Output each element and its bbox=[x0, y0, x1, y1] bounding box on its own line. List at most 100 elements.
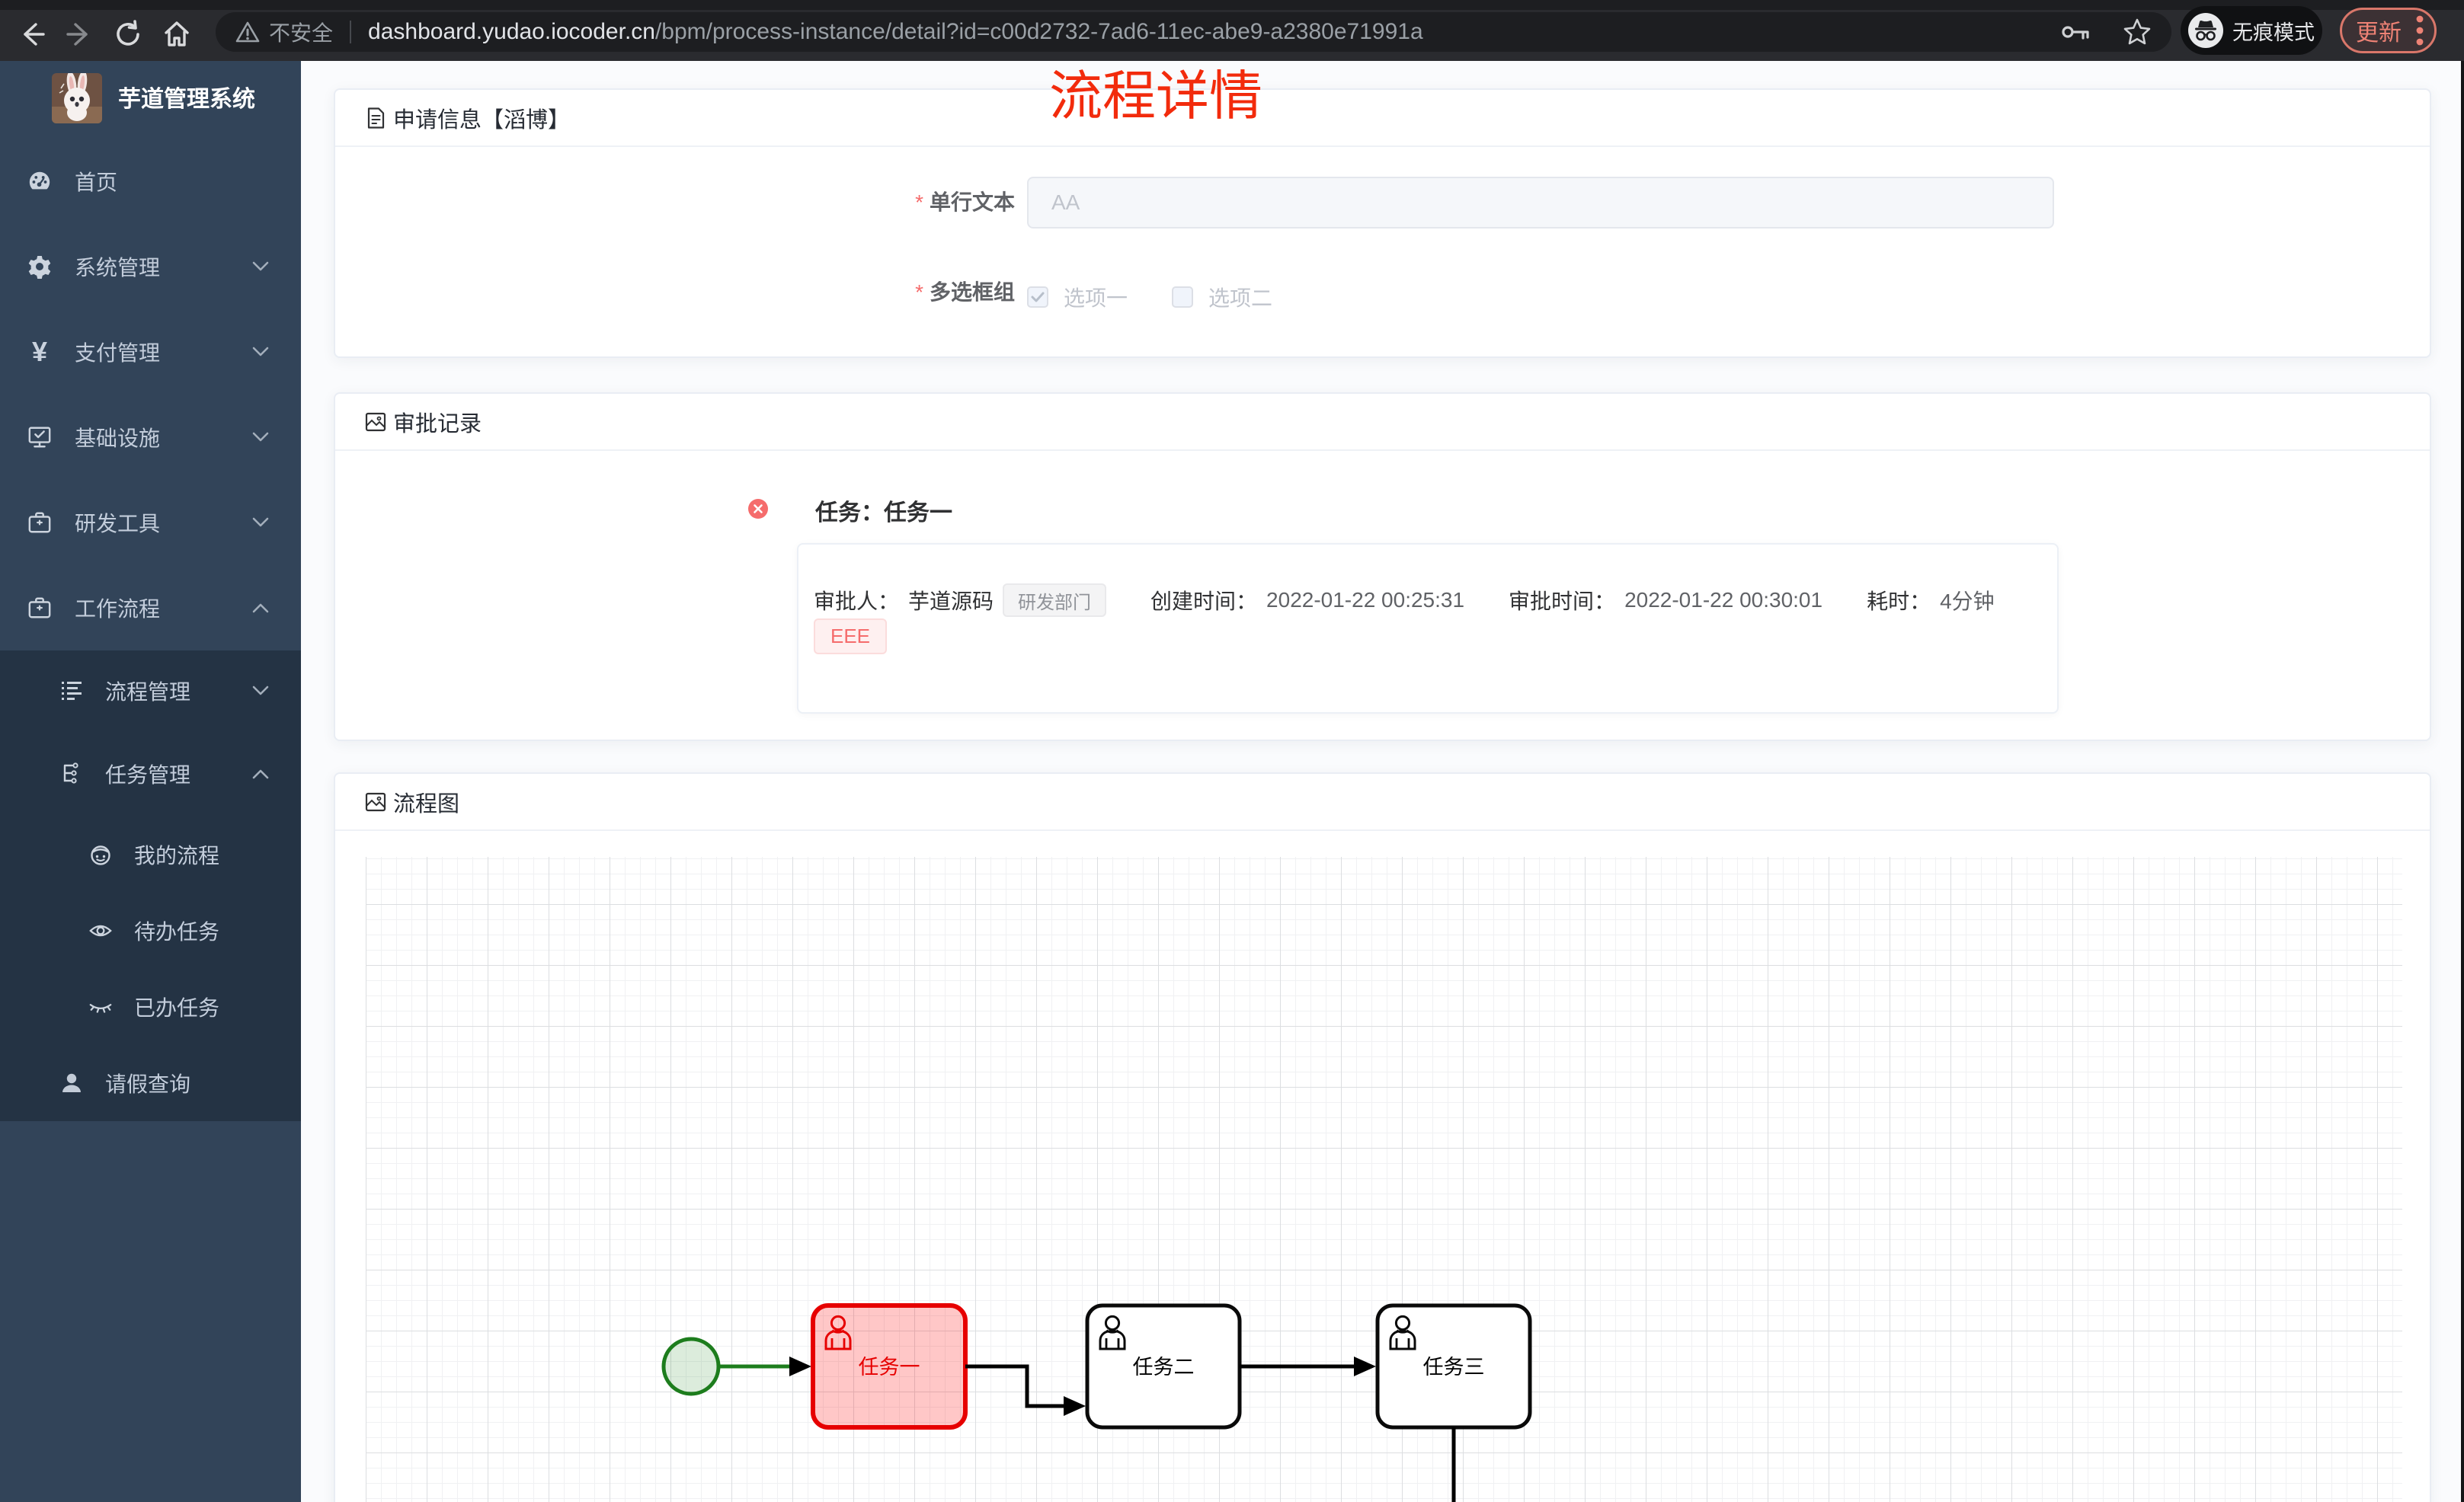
eye-closed-icon bbox=[88, 995, 113, 1019]
sidebar: 芋道管理系统 首页 bbox=[0, 61, 301, 1502]
bpmn-task-3-label: 任务三 bbox=[1423, 1356, 1485, 1379]
url-text[interactable]: dashboard.yudao.iocoder.cn/bpm/process-i… bbox=[368, 19, 1423, 44]
reload-icon bbox=[117, 20, 139, 46]
app-title: 芋道管理系统 bbox=[118, 87, 255, 112]
picture-icon bbox=[364, 411, 387, 433]
infrastructure-icon bbox=[27, 425, 52, 449]
incognito-badge: 无痕模式 bbox=[2181, 6, 2322, 55]
update-label: 更新 bbox=[2356, 21, 2402, 46]
bpmn-arrowhead bbox=[1064, 1396, 1086, 1416]
single-line-text-input[interactable] bbox=[1027, 177, 2054, 228]
face-icon bbox=[88, 842, 113, 867]
sidebar-item-infrastructure[interactable]: 基础设施 bbox=[0, 395, 301, 480]
gear-icon bbox=[27, 254, 52, 279]
create-time-label: 创建时间： bbox=[1150, 590, 1258, 613]
bpmn-arrowhead bbox=[789, 1357, 811, 1376]
main-content: 流程详情 申请信息【滔博】 *单行文本 *多选框组 bbox=[301, 61, 2461, 1502]
home-icon bbox=[165, 21, 189, 46]
sidebar-item-label: 支付管理 bbox=[75, 341, 161, 365]
browser-back-button[interactable] bbox=[11, 10, 53, 59]
diagram-card-title: 流程图 bbox=[393, 791, 460, 817]
rejected-status-icon bbox=[748, 499, 768, 523]
warning-icon bbox=[235, 21, 260, 43]
briefcase-icon bbox=[27, 596, 52, 620]
document-icon bbox=[364, 107, 387, 129]
back-icon bbox=[24, 23, 45, 46]
security-indicator[interactable]: 不安全 bbox=[235, 17, 333, 47]
picture-icon bbox=[364, 791, 387, 813]
security-label: 不安全 bbox=[269, 21, 334, 45]
approve-time-label: 审批时间： bbox=[1509, 590, 1616, 613]
sidebar-item-todo-tasks[interactable]: 待办任务 bbox=[0, 893, 301, 969]
sidebar-menu: 首页 系统管理 ¥ 支付管理 bbox=[0, 139, 301, 1121]
workflow-submenu: 流程管理 任务管理 bbox=[0, 650, 301, 1121]
yen-icon: ¥ bbox=[31, 336, 48, 367]
chevron-up-icon bbox=[252, 602, 269, 617]
sidebar-item-label: 基础设施 bbox=[75, 427, 161, 450]
browser-reload-button[interactable] bbox=[107, 10, 149, 59]
incognito-label: 无痕模式 bbox=[2232, 21, 2315, 44]
checkbox-unchecked-icon bbox=[1172, 286, 1194, 308]
sidebar-item-leave-query[interactable]: 请假查询 bbox=[0, 1045, 301, 1121]
bpmn-start-event[interactable] bbox=[661, 1337, 721, 1396]
chevron-down-icon bbox=[252, 432, 269, 446]
org-tree-icon bbox=[59, 762, 84, 786]
chevron-down-icon bbox=[252, 517, 269, 532]
bpmn-task-1-label: 任务一 bbox=[859, 1356, 920, 1379]
approval-records-card: 审批记录 任务：任务一 审批人： 芋道源码 研发部门 创建时间： 2022-01… bbox=[334, 392, 2431, 741]
sidebar-item-task-management[interactable]: 任务管理 bbox=[0, 731, 301, 817]
department-tag: 研发部门 bbox=[1003, 583, 1107, 617]
sidebar-logo[interactable]: 芋道管理系统 bbox=[0, 61, 301, 139]
sidebar-item-done-tasks[interactable]: 已办任务 bbox=[0, 969, 301, 1045]
bpmn-task-2-label: 任务二 bbox=[1133, 1356, 1195, 1379]
bookmark-star-icon[interactable] bbox=[2123, 18, 2152, 46]
apply-card-title: 申请信息【滔博】 bbox=[393, 107, 571, 133]
bpmn-canvas[interactable]: 任务一 任务二 任务三 bbox=[366, 857, 2402, 1502]
logo-avatar bbox=[52, 73, 102, 123]
apply-info-card: 申请信息【滔博】 *单行文本 *多选框组 选项一 bbox=[334, 88, 2431, 358]
process-diagram-card: 流程图 bbox=[334, 772, 2431, 1502]
checkbox-checked-icon bbox=[1027, 286, 1048, 308]
sidebar-item-home[interactable]: 首页 bbox=[0, 139, 301, 224]
sidebar-item-workflow[interactable]: 工作流程 bbox=[0, 565, 301, 650]
bpmn-arrowhead bbox=[1354, 1357, 1376, 1376]
chevron-down-icon bbox=[252, 261, 269, 276]
approval-detail-box: 审批人： 芋道源码 研发部门 创建时间： 2022-01-22 00:25:31… bbox=[797, 543, 2059, 714]
approval-card-header: 审批记录 bbox=[335, 394, 2430, 451]
sidebar-item-label: 我的流程 bbox=[134, 844, 220, 868]
sidebar-item-system[interactable]: 系统管理 bbox=[0, 224, 301, 309]
sidebar-item-process-management[interactable]: 流程管理 bbox=[0, 650, 301, 731]
sidebar-item-devtools[interactable]: 研发工具 bbox=[0, 480, 301, 565]
chevron-down-icon bbox=[252, 347, 269, 361]
bpmn-flow-task1-task2 bbox=[965, 1364, 1067, 1408]
password-key-icon[interactable] bbox=[2060, 17, 2091, 47]
eye-open-icon bbox=[88, 919, 113, 943]
duration-value: 4分钟 bbox=[1940, 590, 1995, 613]
browser-home-button[interactable] bbox=[155, 10, 198, 59]
checkbox-option-2[interactable]: 选项二 bbox=[1172, 282, 1272, 312]
chevron-down-icon bbox=[252, 685, 269, 700]
sidebar-item-label: 工作流程 bbox=[75, 597, 161, 621]
incognito-avatar bbox=[2188, 13, 2223, 48]
browser-toolbar: 不安全 dashboard.yudao.iocoder.cn/bpm/proce… bbox=[0, 0, 2464, 61]
browser-update-button[interactable]: 更新 bbox=[2340, 8, 2437, 53]
approval-card-title: 审批记录 bbox=[393, 411, 482, 436]
field-label-checkbox-group: *多选框组 bbox=[915, 280, 1015, 304]
sidebar-item-my-process[interactable]: 我的流程 bbox=[0, 817, 301, 893]
browser-forward-button[interactable] bbox=[58, 10, 101, 59]
sidebar-item-label: 研发工具 bbox=[75, 512, 161, 535]
list-tree-icon bbox=[59, 679, 84, 703]
sidebar-item-label: 首页 bbox=[75, 171, 118, 194]
checkbox-option-1[interactable]: 选项一 bbox=[1027, 282, 1128, 312]
address-bar[interactable]: 不安全 dashboard.yudao.iocoder.cn/bpm/proce… bbox=[216, 12, 2171, 52]
approver-label: 审批人： bbox=[814, 590, 900, 613]
approve-time-value: 2022-01-22 00:30:01 bbox=[1624, 588, 1823, 612]
window-scrollbar-strip[interactable] bbox=[2461, 61, 2464, 1502]
sidebar-item-label: 流程管理 bbox=[105, 680, 191, 704]
user-icon bbox=[59, 1071, 84, 1095]
sidebar-item-payment[interactable]: ¥ 支付管理 bbox=[0, 309, 301, 395]
sidebar-item-label: 任务管理 bbox=[105, 763, 191, 787]
sidebar-item-label: 已办任务 bbox=[134, 996, 220, 1020]
forward-icon bbox=[66, 23, 88, 46]
sidebar-item-label: 请假查询 bbox=[105, 1072, 191, 1096]
